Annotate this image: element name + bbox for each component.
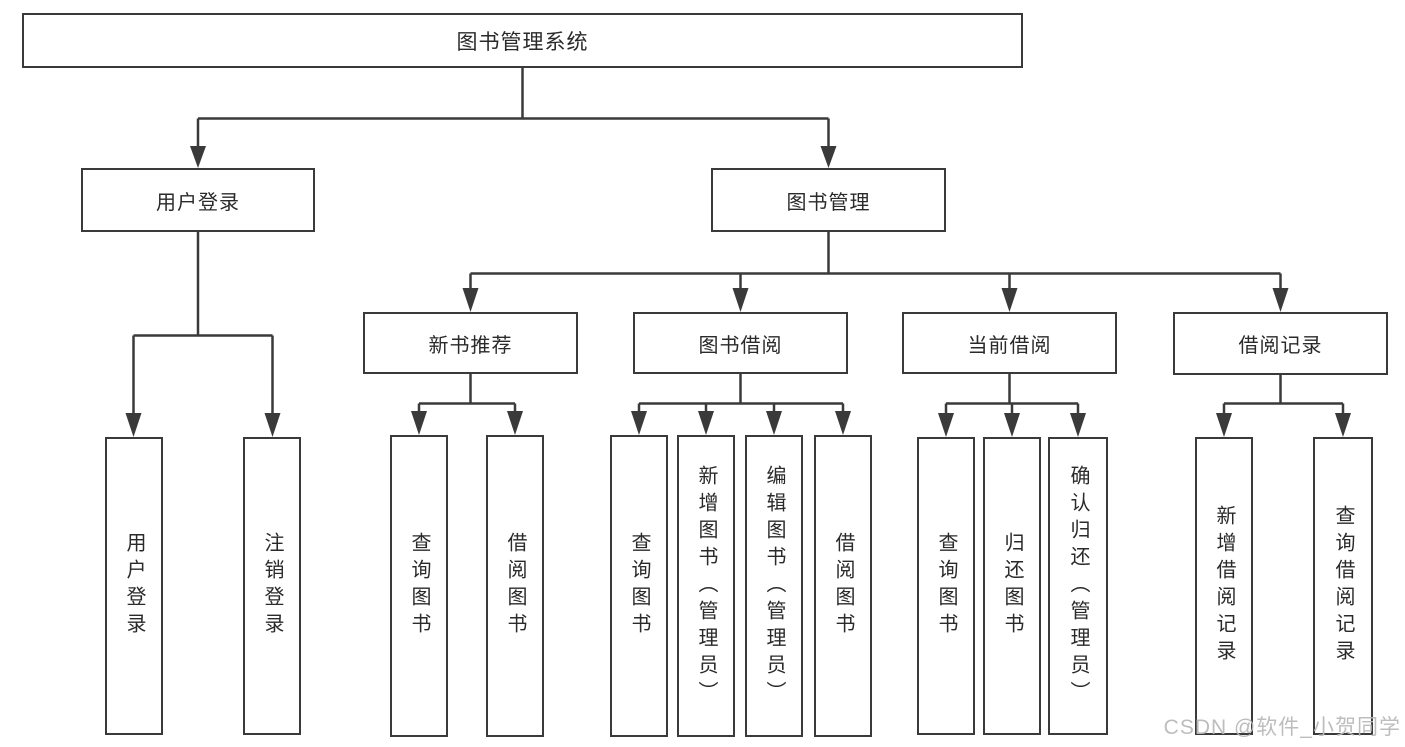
node-leaf-borrow-book-2: 借阅图书 xyxy=(814,435,872,737)
node-library-system: 图书管理系统 xyxy=(22,13,1023,68)
node-leaf-query-book-2: 查询图书 xyxy=(610,435,668,737)
node-leaf-edit-book-admin: 编辑图书（管理员） xyxy=(745,435,803,737)
connector-new-book-rec-to-leaves xyxy=(411,374,523,435)
node-leaf-query-borrow-record: 查询借阅记录 xyxy=(1313,437,1373,735)
node-leaf-confirm-return-admin: 确认归还（管理员） xyxy=(1048,437,1108,735)
connector-borrow-records-to-leaves xyxy=(1216,375,1351,437)
connector-book-borrow-to-leaves xyxy=(631,374,851,435)
node-leaf-return-book: 归还图书 xyxy=(983,437,1041,735)
node-leaf-user-login: 用户登录 xyxy=(105,437,163,735)
node-leaf-borrow-book-1: 借阅图书 xyxy=(486,435,544,737)
node-current-borrowing: 当前借阅 xyxy=(902,312,1117,374)
connector-book-mgmt-to-level3 xyxy=(462,232,1289,312)
connector-current-borrow-to-leaves xyxy=(938,374,1086,437)
node-user-login: 用户登录 xyxy=(81,168,315,232)
node-book-borrowing: 图书借阅 xyxy=(633,312,848,374)
node-borrow-records: 借阅记录 xyxy=(1173,312,1388,375)
node-leaf-query-book-1: 查询图书 xyxy=(390,435,448,737)
node-leaf-add-borrow-record: 新增借阅记录 xyxy=(1195,437,1253,735)
node-leaf-logout: 注销登录 xyxy=(243,437,301,735)
node-leaf-query-book-3: 查询图书 xyxy=(917,437,975,735)
connector-root-to-level2 xyxy=(190,68,837,168)
node-leaf-add-book-admin: 新增图书（管理员） xyxy=(677,435,735,737)
node-book-management: 图书管理 xyxy=(711,168,946,232)
connector-user-login-to-leaves xyxy=(125,232,281,437)
node-new-book-recommend: 新书推荐 xyxy=(363,312,578,374)
